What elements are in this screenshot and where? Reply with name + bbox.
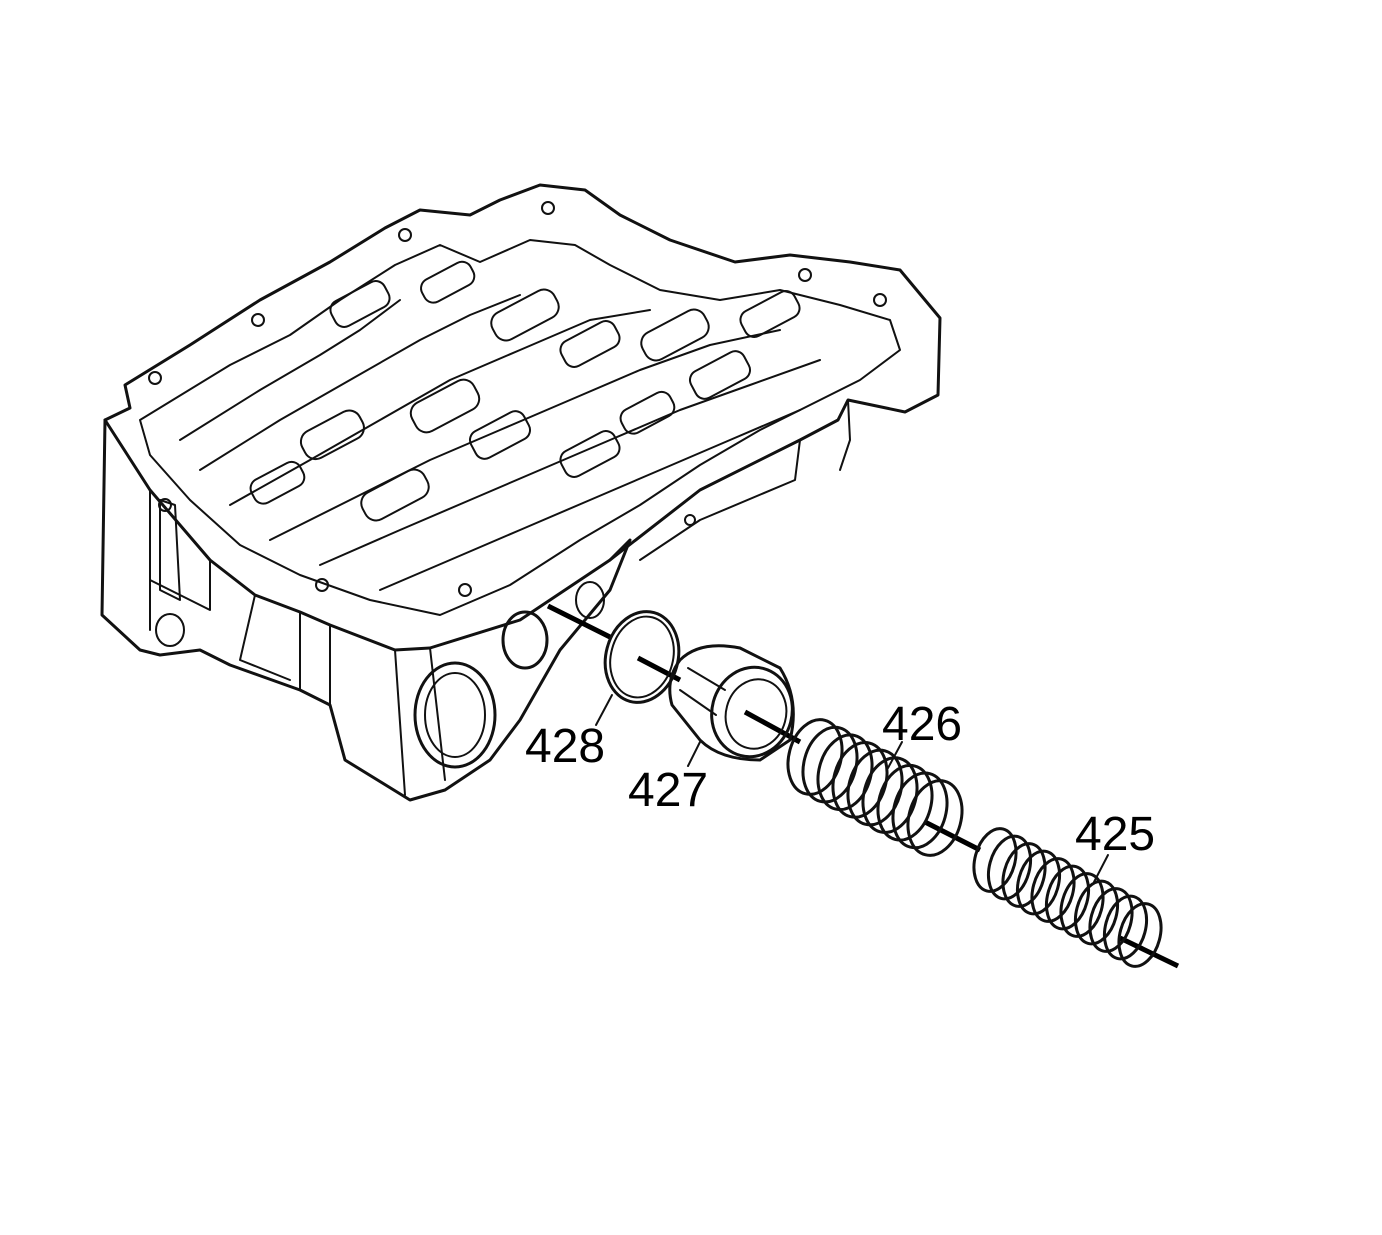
callout-label-428: 428 xyxy=(525,720,605,773)
spring-coil xyxy=(1088,887,1134,953)
valve-body xyxy=(100,183,942,802)
callout-426: 426 xyxy=(882,698,962,769)
callout-label-427: 427 xyxy=(628,764,708,817)
spring-coil xyxy=(906,779,964,857)
spring-coil xyxy=(1030,857,1076,923)
spring-coil xyxy=(876,763,934,842)
snap-ring-428 xyxy=(603,610,681,704)
callout-label-426: 426 xyxy=(882,698,962,751)
spring-coil xyxy=(1001,842,1047,908)
spring-coil xyxy=(986,834,1033,901)
spring-coil xyxy=(861,756,919,834)
spring-coil xyxy=(786,718,844,796)
axis-segment xyxy=(923,819,982,853)
valve-plug-427 xyxy=(668,644,795,762)
spring-coil xyxy=(1073,879,1120,946)
spring-426 xyxy=(786,718,964,857)
leader-line xyxy=(887,741,903,769)
spring-coil xyxy=(846,748,904,827)
leader-line xyxy=(595,694,613,726)
spring-coil xyxy=(831,741,889,819)
callout-427: 427 xyxy=(628,741,708,817)
spring-coil xyxy=(1015,849,1062,916)
spring-coil xyxy=(891,771,949,850)
spring-coil xyxy=(1059,872,1105,938)
leader-line xyxy=(1093,854,1109,883)
spring-coil xyxy=(972,827,1018,893)
spring-coil xyxy=(1102,894,1149,961)
spring-coil xyxy=(1117,902,1163,968)
callout-428: 428 xyxy=(525,694,613,773)
spring-coil xyxy=(816,733,874,812)
axis-segment xyxy=(1118,935,1180,969)
spring-coil xyxy=(1044,864,1091,931)
leader-line xyxy=(687,741,701,767)
axis-segment xyxy=(546,603,614,641)
spring-coil xyxy=(801,725,859,804)
callout-label-425: 425 xyxy=(1075,808,1155,861)
callout-425: 425 xyxy=(1075,808,1155,883)
spring-425 xyxy=(972,827,1163,968)
